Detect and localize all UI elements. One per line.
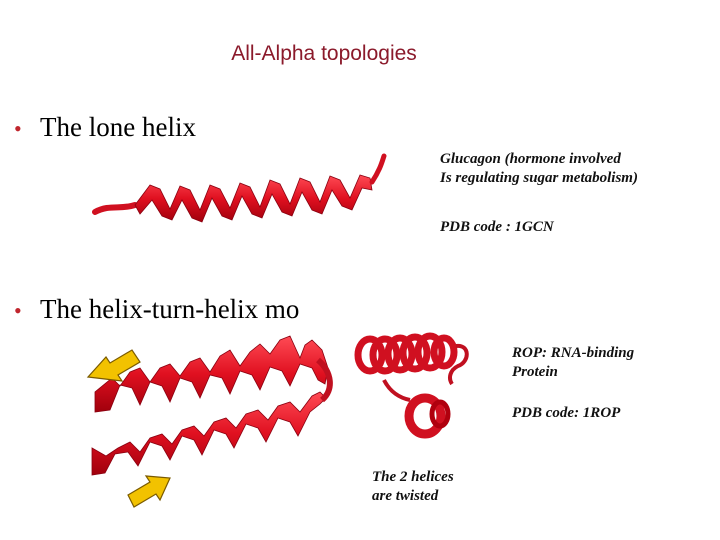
glucagon-caption: Glucagon (hormone involved Is regulating… — [440, 150, 638, 188]
twist-note-line2: are twisted — [372, 488, 439, 504]
arrow-up-left-icon — [86, 349, 141, 382]
rop-pdb-code: PDB code: 1ROP — [512, 405, 621, 421]
bullet-dot: • — [14, 116, 22, 141]
helix-turn-helix-image — [91, 335, 333, 476]
rop-line1: ROP: RNA-binding — [512, 345, 635, 361]
glucagon-helix-image — [92, 153, 387, 223]
twist-note: The 2 helices are twisted — [372, 468, 454, 506]
rop-protein-image — [354, 332, 469, 439]
rop-line2: Protein — [512, 364, 558, 380]
bullet-dot: • — [14, 298, 22, 323]
twist-note-line1: The 2 helices — [372, 469, 454, 485]
glucagon-line1: Glucagon (hormone involved — [440, 151, 621, 167]
glucagon-pdb-code: PDB code : 1GCN — [440, 219, 554, 235]
bullet-helix-turn-helix: • The helix-turn-helix mo — [14, 294, 299, 325]
arrow-up-right-icon — [127, 475, 171, 508]
glucagon-line2: Is regulating sugar metabolism) — [440, 170, 638, 186]
bullet-label: The lone helix — [40, 112, 196, 142]
bullet-lone-helix: • The lone helix — [14, 112, 196, 143]
rop-caption: ROP: RNA-binding Protein — [512, 344, 634, 382]
bullet-label: The helix-turn-helix mo — [40, 294, 300, 324]
slide-title: All-Alpha topologies — [231, 42, 417, 65]
